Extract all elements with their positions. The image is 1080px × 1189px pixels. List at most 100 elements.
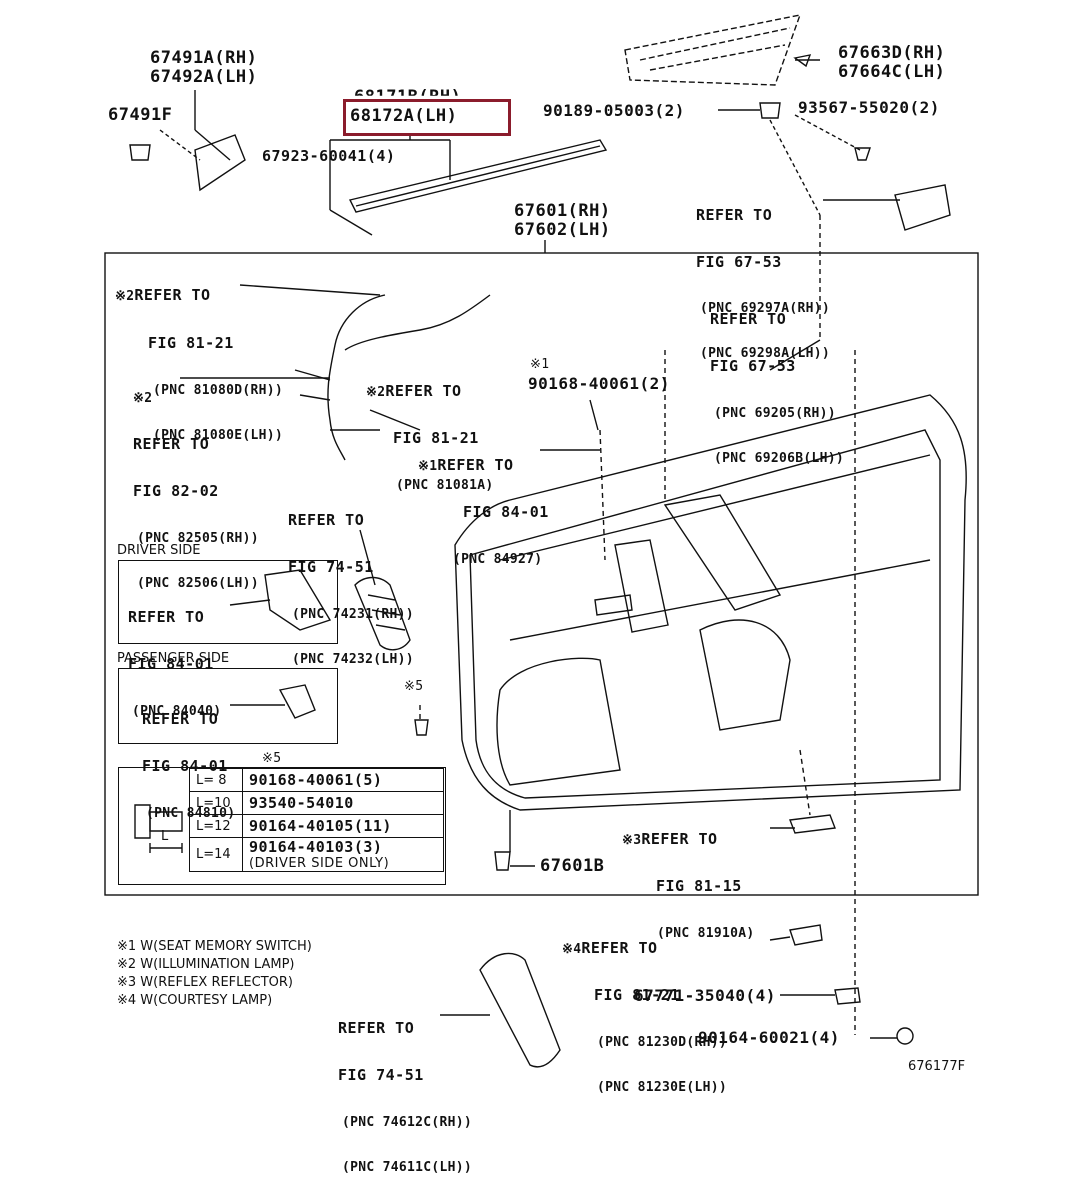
fastener-row: L=10 93540-54010 — [189, 791, 444, 815]
door-trim-line-art — [104, 14, 979, 1068]
ref-pnc: (PNC 74612C(RH)) — [342, 1115, 473, 1130]
fastener-length: L=10 — [189, 791, 243, 815]
legend-note: ※3 W(REFLEX REFLECTOR) — [117, 975, 293, 990]
note-mark-5-table: ※5 — [262, 751, 282, 766]
driver-side-label: DRIVER SIDE — [117, 543, 201, 558]
ref-pnc: (PNC 74611C(LH)) — [342, 1160, 473, 1175]
fastener-part-number-text: 93540-54010 — [249, 794, 354, 812]
highlighted-part-box — [343, 99, 511, 136]
ref-fig: FIG 67-53 — [696, 253, 782, 271]
ref-pnc: (PNC 69297A(RH)) — [700, 301, 831, 316]
main-assembly-frame — [104, 252, 979, 896]
ref-pnc: (PNC 82506(LH)) — [137, 576, 259, 591]
part-67491A[interactable]: 67491A(RH) — [150, 48, 258, 68]
ref-fig-67-53-b[interactable]: REFER TO FIG 67-53 (PNC 69205(RH)) (PNC … — [710, 282, 844, 480]
ref-pnc: (PNC 81910A) — [657, 926, 755, 941]
ref-fig: FIG 81-21 — [148, 334, 234, 352]
ref-label: REFER TO — [338, 1019, 415, 1037]
ref-label: REFER TO — [134, 286, 211, 304]
ref-fig-74-51-a[interactable]: REFER TO FIG 74-51 (PNC 74231(RH)) (PNC … — [288, 483, 414, 681]
part-67601[interactable]: 67601(RH) — [514, 201, 611, 221]
part-67491F[interactable]: 67491F — [108, 105, 173, 125]
ref-fig-67-53-a[interactable]: REFER TO FIG 67-53 (PNC 69297A(RH)) (PNC… — [696, 178, 830, 375]
passenger-side-box — [118, 668, 338, 744]
note-mark: ※2 — [366, 385, 386, 400]
fastener-part-number[interactable]: 90164-40105(11) — [242, 814, 444, 838]
part-90168[interactable]: 90168-40061(2) — [528, 374, 670, 393]
ref-fig-81-21-b[interactable]: ※2REFER TO FIG 81-21 (PNC 81081A) — [366, 354, 494, 507]
ref-fig-84-01-a[interactable]: ※1REFER TO FIG 84-01 (PNC 84927) — [418, 428, 549, 581]
ref-pnc: (PNC 69205(RH)) — [714, 406, 836, 421]
part-67601B[interactable]: 67601B — [540, 856, 605, 876]
part-67492A[interactable]: 67492A(LH) — [150, 67, 258, 87]
ref-pnc: (PNC 81080E(LH)) — [153, 428, 284, 443]
ref-label: REFER TO — [641, 830, 718, 848]
ref-fig-84-01-driver[interactable]: REFER TO FIG 84-01 (PNC 84040) — [128, 580, 221, 733]
ref-pnc: (PNC 81230E(LH)) — [597, 1080, 728, 1095]
note-mark-1: ※1 — [530, 357, 550, 372]
ref-fig-82-02[interactable]: ※2 REFER TO FIG 82-02 (PNC 82505(RH)) (P… — [133, 362, 259, 605]
ref-label: REFER TO — [288, 511, 365, 529]
legend-notes: ※1 W(SEAT MEMORY SWITCH)※2 W(ILLUMINATIO… — [117, 908, 312, 1028]
fastener-length: L=14 — [189, 837, 243, 872]
ref-pnc: (PNC 84040) — [132, 704, 222, 719]
ref-pnc: (PNC 74232(LH)) — [292, 652, 414, 667]
fastener-length: L= 8 — [189, 768, 243, 792]
ref-fig: FIG 74-51 — [338, 1066, 424, 1084]
figure-id: 676177F — [908, 1059, 966, 1074]
ref-fig-74-51-b[interactable]: REFER TO FIG 74-51 (PNC 74612C(RH)) (PNC… — [338, 991, 472, 1189]
passenger-side-label: PASSENGER SIDE — [117, 651, 230, 666]
ref-pnc: (PNC 82505(RH)) — [137, 531, 259, 546]
ref-fig: FIG 67-53 — [710, 357, 796, 375]
ref-label: REFER TO — [385, 382, 462, 400]
ref-label: REFER TO — [696, 206, 773, 224]
fastener-part-number-text: 90164-40103(3) — [249, 838, 383, 856]
ref-pnc: (PNC 74231(RH)) — [292, 607, 414, 622]
ref-label: REFER TO — [142, 710, 219, 728]
ref-fig-81-21-c[interactable]: ※4REFER TO FIG 81-21 (PNC 81230D(RH)) (P… — [562, 911, 727, 1109]
part-90164[interactable]: 90164-60021(4) — [698, 1028, 840, 1047]
note-mark: ※4 — [562, 942, 582, 957]
ref-fig: FIG 81-15 — [656, 877, 742, 895]
ref-label: REFER TO — [133, 435, 210, 453]
part-67664C[interactable]: 67664C(LH) — [838, 62, 946, 82]
ref-fig-81-15[interactable]: ※3REFER TO FIG 81-15 (PNC 81910A) — [622, 802, 755, 955]
ref-label: REFER TO — [437, 456, 514, 474]
part-68172A[interactable]: 68172A(LH) — [350, 106, 458, 126]
part-67602[interactable]: 67602(LH) — [514, 220, 611, 240]
ref-fig: FIG 81-21 — [594, 986, 680, 1004]
note-mark: ※2 — [115, 289, 135, 304]
note-mark: ※3 — [622, 833, 642, 848]
part-67663D[interactable]: 67663D(RH) — [838, 43, 946, 63]
part-93567[interactable]: 93567-55020(2) — [798, 98, 940, 117]
length-dim-label: L — [161, 829, 169, 844]
fastener-table-frame — [118, 767, 446, 885]
note-mark-5: ※5 — [404, 679, 424, 694]
note-mark: ※1 — [418, 459, 438, 474]
ref-label: REFER TO — [128, 608, 205, 626]
ref-pnc: (PNC 81080D(RH)) — [153, 383, 284, 398]
note-mark: ※2 — [133, 391, 153, 406]
part-67923[interactable]: 67923-60041(4) — [262, 147, 396, 165]
ref-fig: FIG 82-02 — [133, 482, 219, 500]
ref-pnc: (PNC 84927) — [453, 552, 543, 567]
part-90189[interactable]: 90189-05003(2) — [543, 101, 685, 120]
fastener-part-number[interactable]: 90168-40061(5) — [242, 768, 444, 792]
ref-pnc: (PNC 69206B(LH)) — [714, 451, 845, 466]
ref-fig: FIG 84-01 — [128, 655, 214, 673]
ref-label: REFER TO — [710, 310, 787, 328]
driver-side-box — [118, 560, 338, 644]
part-67771[interactable]: 67771-35040(4) — [634, 986, 776, 1005]
fastener-part-number[interactable]: 93540-54010 — [242, 791, 444, 815]
fastener-length: L=12 — [189, 814, 243, 838]
ref-fig-81-21-a[interactable]: ※2REFER TO FIG 81-21 (PNC 81080D(RH)) (P… — [115, 258, 283, 457]
ref-pnc: (PNC 81081A) — [396, 478, 494, 493]
fastener-part-number[interactable]: 90164-40103(3)(DRIVER SIDE ONLY) — [242, 837, 444, 872]
ref-fig: FIG 81-21 — [393, 429, 479, 447]
legend-note: ※2 W(ILLUMINATION LAMP) — [117, 957, 295, 972]
part-68171B[interactable]: 68171B(RH) — [354, 87, 462, 107]
